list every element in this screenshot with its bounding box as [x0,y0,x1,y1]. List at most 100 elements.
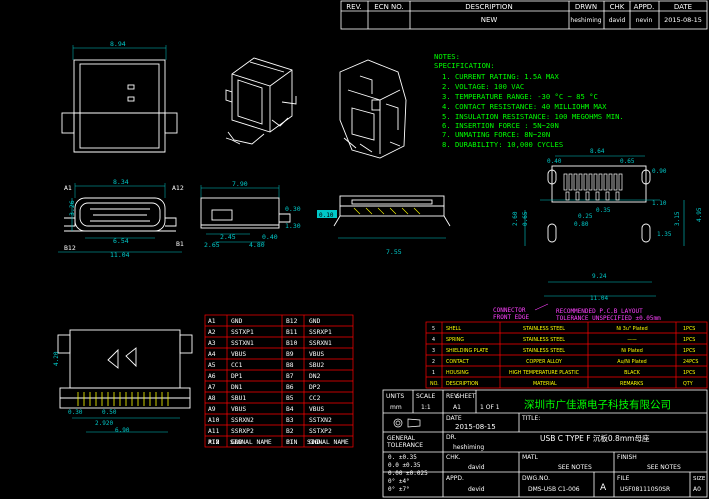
tb-scale-label: SCALE [416,393,435,400]
pin-row-b-pin: B11 [286,329,298,336]
tolerance-row: 0. ±0.35 [388,454,417,461]
tb-dwg: DMS-USB C1-006 [528,486,580,493]
dim-bottom-w1: 0.50 [102,409,117,416]
pin-row-b-signal: SSTXN2 [309,417,332,424]
bom-row-description: SHIELDING PLATE [446,348,488,354]
pin-row-a-pin: A8 [208,395,216,402]
pin-row-b-signal: SSRXP1 [309,329,332,336]
tb-rev-label: REV. [446,393,459,400]
rev-header-drwn: DRWN [575,3,597,11]
note-item-7: 7. UNMATING FORCE: 8N~20N [442,130,550,139]
pcb-pads [563,173,623,201]
pin-row-b-signal: CC2 [309,395,321,402]
bom-row-qty: 24PCS [683,359,698,365]
bom-row-material: STAINLESS STEEL [523,326,565,332]
dim-front-inner: 6.54 [113,237,129,245]
edge-thickness-marker [317,210,337,218]
pin-row-a-signal: SSRXP2 [231,428,254,435]
label-pin-a12: A12 [172,184,184,192]
pin-row-a-pin: A4 [208,351,216,358]
dim-edge-thick: 0.10 [319,212,334,219]
pin-footer-pin: PIN [208,439,220,446]
notes-subtitle: SPECIFICATION: [434,61,495,70]
pin-row-b-pin: B8 [286,362,294,369]
rev-header-ecn: ECN NO. [374,3,403,11]
bom-row-remarks: Ni Plated [621,348,643,354]
dim-side-d2: 4.80 [249,241,265,249]
bom-row-material: STAINLESS STEEL [523,348,565,354]
pin-row-a-signal: VBUS [231,351,246,358]
tb-dr-label: DR. [446,434,457,441]
pin-row-a-signal: DN1 [231,384,243,391]
pin-row-b-signal: GND [309,318,321,325]
pin-row-b-signal: VBUS [309,351,324,358]
pin-row-b-pin: B10 [286,340,298,347]
tb-file: USF081110S0SR [620,486,670,493]
dim-side-d4: 0.40 [262,233,278,241]
notes-block: NOTES: SPECIFICATION: 1. CURRENT RATING:… [434,52,624,149]
tb-chk-label: CHK. [446,454,461,461]
pin-footer-signal: SIGNAL NAME [230,439,272,446]
pin-row-a-signal: VBUS [231,406,246,413]
dim-bottom-h: 4.20 [53,351,60,366]
dim-pcb-d4: 1.10 [652,200,667,207]
tb-rev2: A [600,483,607,493]
dim-side-d1: 2.45 [220,233,236,241]
rev-row-appd: nevin [636,17,653,24]
pin-row-a-pin: A11 [208,428,220,435]
bom-header-qty: QTY [683,381,693,387]
bom-row-remarks: Ni 3u" Plated [616,326,647,332]
bom-row-material: HIGH TEMPERATURE PLASTIC [509,370,580,376]
note-item-5: 5. INSULATION RESISTANCE: 100 MEGOHMS MI… [442,112,624,121]
pin-row-b-signal: GND [309,439,321,446]
bom-row-remarks: —— [627,338,637,343]
dim-pcb-d10: 1.35 [657,231,672,238]
dim-front-height: 3.26 [68,200,76,216]
iso-view-top [225,57,297,145]
tb-scale: 1:1 [421,404,431,411]
note-item-1: 1. CURRENT RATING: 1.5A MAX [442,72,560,81]
bom-row-description: HOUSING [446,370,469,376]
dim-pcb-d12: 0.65 [522,211,529,226]
dim-side-width: 7.90 [232,180,248,188]
bom-row-description: SPRING [446,337,464,343]
bom-row-qty: 1PCS [683,370,695,376]
revision-block [340,0,708,30]
pin-row-b-signal: DP2 [309,384,321,391]
pin-row-a-signal: SSRXN2 [231,417,254,424]
note-item-4: 4. CONTACT RESISTANCE: 40 MILLIOHM MAX [442,102,607,111]
bom-header-remarks: REMARKS [620,381,643,387]
pin-row-a-signal: CC1 [231,362,243,369]
pin-row-b-signal: SSTXP2 [309,428,332,435]
notes-title: NOTES: [434,52,460,61]
pin-row-b-pin: B12 [286,318,298,325]
dim-front-overall: 11.04 [110,251,130,259]
tb-appd-label: APPD. [446,475,464,482]
dim-top-width: 8.94 [110,40,126,48]
bom-row-material: COPPER ALLOY [526,359,562,365]
label-pin-b12: B12 [64,244,76,252]
tb-matl-label: MATL [522,454,538,461]
label-pin-a1: A1 [64,184,72,192]
bom-row-remarks: Au/Ni Plated [617,359,646,365]
note-item-3: 3. TEMPERATURE RANGE: -30 °C ~ 85 °C [442,92,598,101]
projection-symbol [393,418,421,428]
pin-row-b-signal: DN2 [309,373,321,380]
bottom-view [57,329,193,433]
tolerance-row: 0.00 ±0.025 [388,470,428,477]
tb-size: A0 [693,486,701,493]
pin-row-a-pin: A6 [208,373,216,380]
rev-row-drwn: heshiming [570,17,601,24]
bom-header-material: MATERIAL [533,381,557,387]
tb-finish-label: FINISH [617,454,637,461]
iso-view-bottom [339,59,407,159]
pin-row-a-signal: GND [231,439,243,446]
label-pin-b1: B1 [176,240,184,248]
rev-header-description: DESCRIPTION [465,3,512,11]
dim-pcb-d8: 4.95 [696,207,703,222]
dim-pcb-d5: 0.35 [596,207,611,214]
bom-header-no: NO. [430,381,439,387]
